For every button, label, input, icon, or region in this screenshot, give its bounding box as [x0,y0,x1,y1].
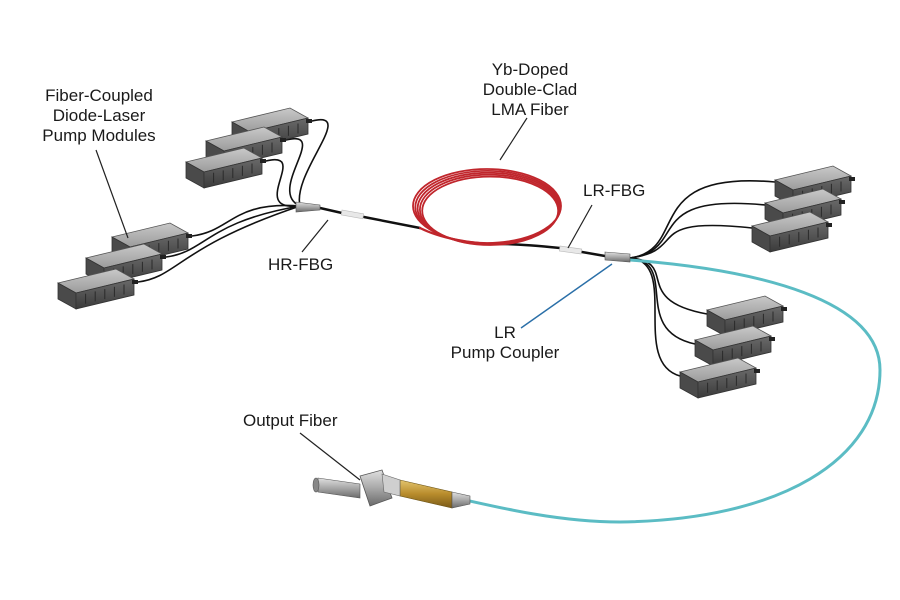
component-layer [295,168,631,509]
pump-fiber-right [629,180,776,259]
gain-fiber-coil [412,168,562,246]
gain-fiber-label: Yb-Doped Double-Clad LMA Fiber [455,60,605,120]
gain-fiber-label-line3: LMA Fiber [491,100,569,119]
gain-fiber-label-line1: Yb-Doped [491,60,569,79]
hr-fbg-grating [340,209,365,220]
pump-modules-label-line2: Diode-Laser [52,106,146,125]
pump-modules-label: Fiber-Coupled Diode-Laser Pump Modules [14,86,184,146]
pump-fiber-right [629,257,696,345]
passive-fiber-to-coupler [580,250,607,258]
pump-fiber-left [137,205,301,283]
lr-fbg-label: LR-FBG [583,181,646,200]
right-pump-module-3 [750,211,832,253]
gain-fiber-callout-line [499,117,528,161]
left-pump-module-3 [184,147,266,189]
left-pump-combiner [295,201,321,213]
hr-fbg-label: HR-FBG [268,255,334,274]
hr-fbg-callout-line [301,219,329,253]
lr-fbg-callout-line [567,204,593,249]
right-pump-coupler [604,251,631,263]
pump-module-boot [849,177,855,181]
gain-fiber-label-line2: Double-Clad [482,80,578,99]
pump-module-boot [260,159,266,163]
pump-module-boot [186,234,192,238]
lr-fbg-grating [558,245,583,255]
pump-module-boot [826,223,832,227]
pump-module-boot [160,255,166,259]
pump-fiber-right [629,202,766,259]
pump-fiber-right [629,224,753,259]
fiber-layer [137,118,882,524]
output-fiber [450,258,882,524]
pump-modules-label-line3: Pump Modules [42,126,156,145]
right-pump-module-6 [678,357,760,399]
output-connector-boot [451,491,471,509]
gain-fiber-loop [421,175,560,246]
pump-fiber-left [285,137,304,207]
output-fiber-label: Output Fiber [243,411,338,430]
output-connector-tip [317,477,361,499]
output-connector [312,469,471,509]
pump-fiber-left [265,158,301,208]
output-fiber-callout-line [299,432,361,481]
pump-module-boot [306,119,312,123]
pump-fiber-left [165,205,301,258]
output-connector-brass-sleeve [399,479,453,509]
right-pump-module-5 [693,325,775,367]
output-connector-end-face [312,477,320,493]
pump-module-boot [132,280,138,284]
pump-module-boot [754,369,760,373]
pump-module-boot [781,307,787,311]
pump-coupler-callout-line [520,263,613,329]
pump-modules-callout-line [95,149,129,239]
pump-modules-label-line1: Fiber-Coupled [45,86,153,105]
pump-coupler-label: LR Pump Coupler [430,323,580,363]
pump-fiber-left [191,204,301,237]
passive-fiber-left [318,206,344,215]
pump-coupler-label-line1: LR [494,323,516,342]
pump-module-boot [839,200,845,204]
output-connector-collar [381,473,401,497]
pump-module-layer [56,107,855,399]
pump-coupler-label-line2: Pump Coupler [450,343,560,362]
passive-fiber-to-gain [362,215,422,230]
pump-module-boot [280,138,286,142]
callout-layer [95,117,613,481]
pump-fiber-left [298,118,329,207]
left-pump-module-6 [56,268,138,310]
pump-fiber-right [629,257,681,377]
pump-module-boot [769,337,775,341]
